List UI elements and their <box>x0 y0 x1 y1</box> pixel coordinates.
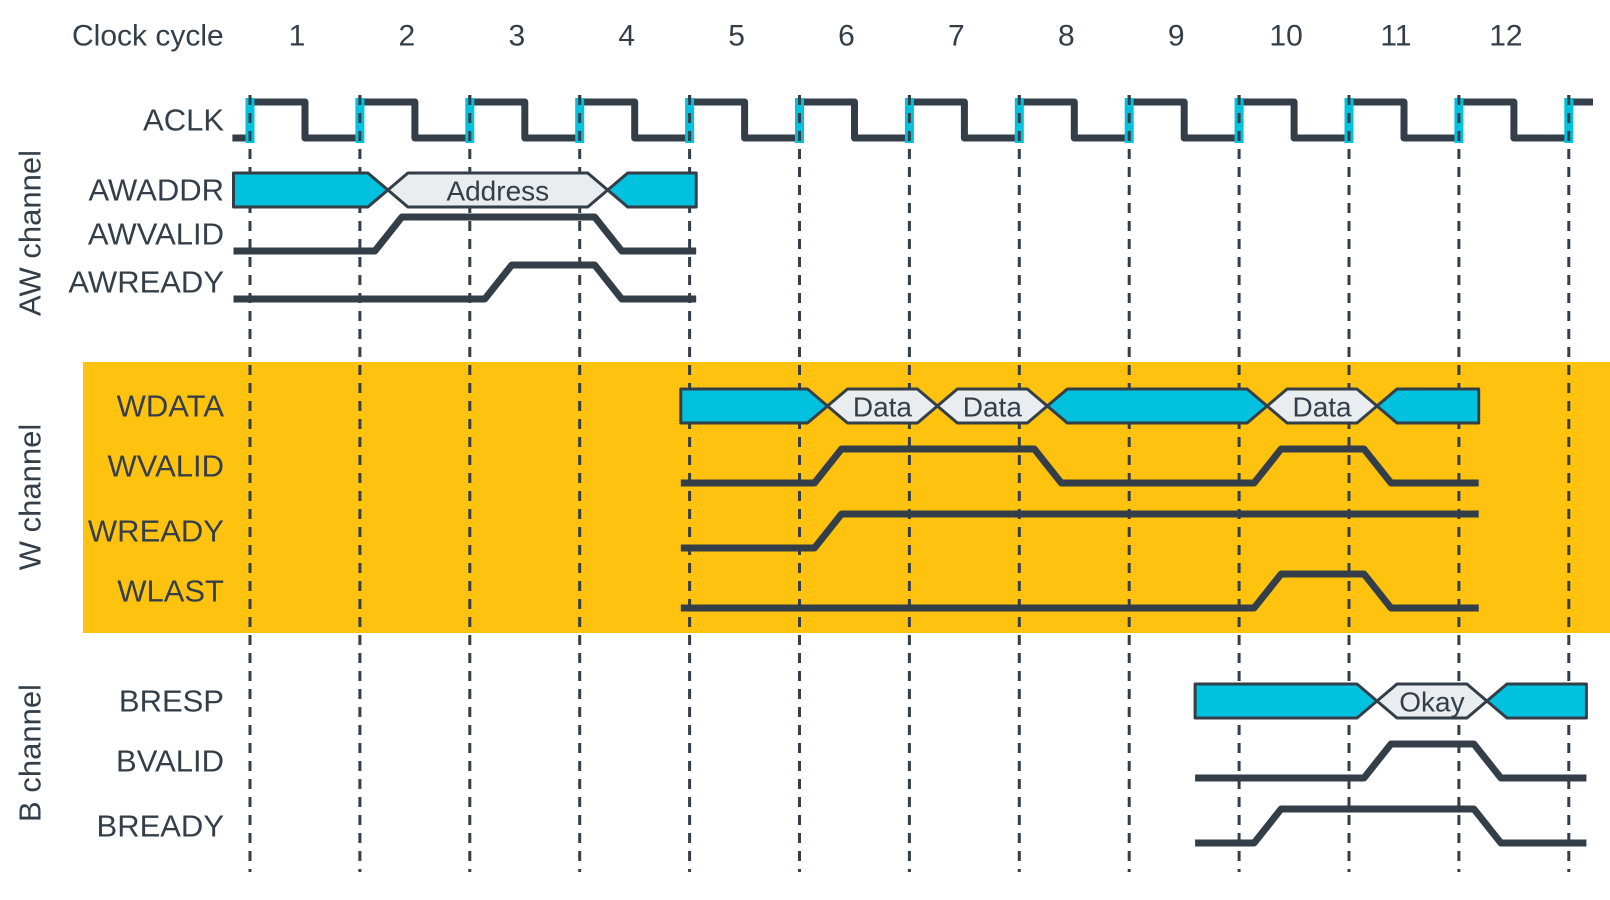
cycle-number: 2 <box>399 20 416 53</box>
bit-waveform-awvalid <box>233 213 697 255</box>
cycle-number: 4 <box>618 20 635 53</box>
signal-label-wready: WREADY <box>88 514 224 549</box>
signal-label-bresp: BRESP <box>119 684 224 719</box>
cycle-number: 5 <box>728 20 745 53</box>
bus-segment-undef <box>606 171 698 209</box>
bus-value-label: Data <box>963 392 1023 423</box>
bus-value-label: Okay <box>1399 687 1464 718</box>
bit-waveform-bvalid <box>1195 740 1587 782</box>
signal-row-awready: AWREADY <box>68 261 697 303</box>
clock-cycle-label: Clock cycle <box>72 20 224 53</box>
signal-label-awready: AWREADY <box>68 265 224 300</box>
cycle-number: 3 <box>508 20 525 53</box>
signal-row-awvalid: AWVALID <box>88 213 697 255</box>
cycle-number: 1 <box>289 20 306 53</box>
signal-label-awaddr: AWADDR <box>89 173 224 208</box>
cycle-number: 8 <box>1058 20 1075 53</box>
signal-label-wlast: WLAST <box>117 574 224 609</box>
signal-label-wvalid: WVALID <box>107 449 224 484</box>
bit-waveform-bready <box>1195 805 1587 847</box>
signal-label-bready: BREADY <box>97 809 224 844</box>
channel-group-label-aw: AW channel <box>13 150 48 316</box>
cycle-number: 7 <box>948 20 965 53</box>
channel-group-label-w: W channel <box>13 424 48 570</box>
signal-row-wlast: WLAST <box>117 570 1479 612</box>
bus-value-label: Address <box>446 176 549 207</box>
bus-segment-undef <box>679 387 829 425</box>
cycle-number: 9 <box>1168 20 1185 53</box>
bit-waveform-wready <box>680 510 1479 552</box>
clock-rising-edge-markers <box>245 95 1574 145</box>
bus-segment-undef <box>1045 387 1269 425</box>
signal-row-wready: WREADY <box>88 510 1479 552</box>
bus-value-label: Data <box>853 392 913 423</box>
signal-row-bvalid: BVALID <box>116 740 1587 782</box>
bus-segment-undef <box>1193 682 1379 720</box>
signal-label-aclk: ACLK <box>143 103 224 138</box>
signal-label-bvalid: BVALID <box>116 744 224 779</box>
clock-edge-gridlines <box>248 95 1571 872</box>
signal-row-awaddr: AWADDR Address <box>89 171 698 209</box>
bus-segment-undef <box>232 171 390 209</box>
signal-label-wdata: WDATA <box>117 389 225 424</box>
cycle-number: 10 <box>1269 20 1302 53</box>
cycle-number: 12 <box>1489 20 1522 53</box>
signal-row-bready: BREADY <box>97 805 1587 847</box>
bus-value-label: Data <box>1292 392 1352 423</box>
bit-waveform-awready <box>233 261 697 303</box>
cycle-number: 11 <box>1380 20 1411 53</box>
bus-segment-undef <box>1375 387 1481 425</box>
cycle-number: 6 <box>838 20 855 53</box>
bit-waveform-wlast <box>680 570 1479 612</box>
bus-segment-undef <box>1485 682 1588 720</box>
signal-row-wdata: WDATA Data Data Data <box>117 387 1481 425</box>
signal-row-bresp: BRESP Okay <box>119 682 1588 720</box>
signal-row-wvalid: WVALID <box>107 445 1479 487</box>
channel-group-label-b: B channel <box>13 684 48 822</box>
bit-waveform-wvalid <box>680 445 1479 487</box>
signal-label-awvalid: AWVALID <box>88 217 224 252</box>
